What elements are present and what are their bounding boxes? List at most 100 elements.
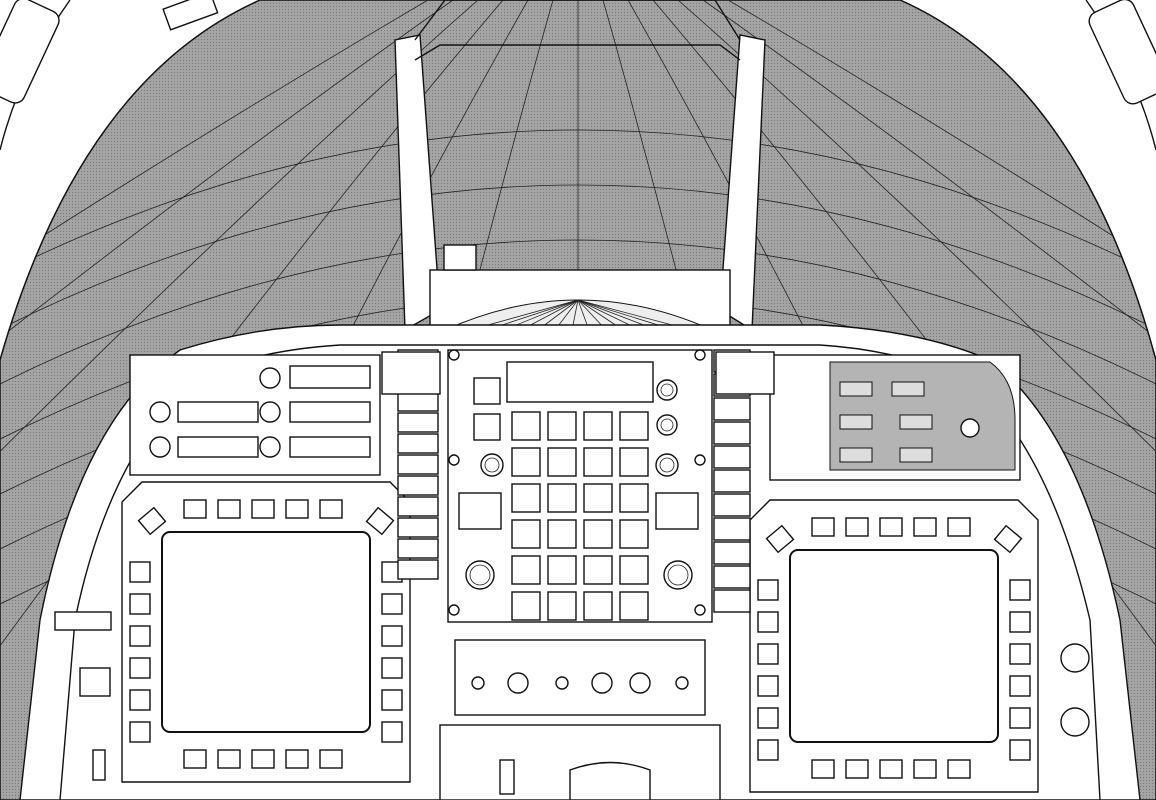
left-mfd-bottom-button[interactable] <box>217 749 241 769</box>
left-column-button[interactable] <box>397 538 439 559</box>
left-mfd-top-button[interactable] <box>319 499 343 519</box>
left-mfd-rocker-right[interactable] <box>365 506 395 536</box>
left-column-button[interactable] <box>397 496 439 517</box>
right-side-knob[interactable] <box>1060 643 1090 673</box>
ufc-keypad-key[interactable] <box>547 483 577 513</box>
right-mfd-right-button[interactable] <box>1009 611 1031 633</box>
right-mfd-top-button[interactable] <box>845 517 869 537</box>
right-mfd-bottom-button[interactable] <box>845 759 869 779</box>
ufc-knob[interactable] <box>656 379 678 401</box>
right-warning-light[interactable] <box>715 351 775 395</box>
ufc-keypad-key[interactable] <box>511 411 541 441</box>
ufc-keypad-key[interactable] <box>511 483 541 513</box>
right-mfd-left-button[interactable] <box>757 579 779 601</box>
right-mfd-right-button[interactable] <box>1009 739 1031 761</box>
ufc-keypad-key[interactable] <box>619 555 649 585</box>
ufc-keypad-key[interactable] <box>511 447 541 477</box>
ufc-keypad-key[interactable] <box>547 591 577 621</box>
left-mfd-left-button[interactable] <box>129 625 151 647</box>
ufc-keypad-key[interactable] <box>583 447 613 477</box>
right-mfd-rocker-left[interactable] <box>765 524 795 554</box>
lower-panel-knob[interactable] <box>507 672 529 694</box>
right-mfd-top-button[interactable] <box>913 517 937 537</box>
left-mfd-top-button[interactable] <box>251 499 275 519</box>
ufc-keypad-key[interactable] <box>583 591 613 621</box>
caution-light[interactable] <box>839 381 873 397</box>
right-mfd-bottom-button[interactable] <box>913 759 937 779</box>
left-mfd-right-button[interactable] <box>381 625 403 647</box>
ufc-keypad-key[interactable] <box>547 411 577 441</box>
caution-light[interactable] <box>899 414 933 430</box>
lower-panel-knob[interactable] <box>471 676 485 690</box>
right-column-button[interactable] <box>713 565 751 589</box>
ufc-keypad-key[interactable] <box>511 555 541 585</box>
left-mfd-left-button[interactable] <box>129 721 151 743</box>
right-mfd-right-button[interactable] <box>1009 643 1031 665</box>
toggle-switch[interactable] <box>499 759 515 795</box>
left-mfd-left-button[interactable] <box>129 657 151 679</box>
ufc-keypad-key[interactable] <box>583 555 613 585</box>
left-column-button[interactable] <box>397 517 439 538</box>
left-mfd-left-button[interactable] <box>129 561 151 583</box>
right-side-knob[interactable] <box>1060 707 1090 737</box>
left-mfd-top-button[interactable] <box>183 499 207 519</box>
lower-panel-knob[interactable] <box>555 676 569 690</box>
ufc-keypad-key[interactable] <box>511 519 541 549</box>
lower-panel-knob[interactable] <box>591 672 613 694</box>
right-mfd-right-button[interactable] <box>1009 707 1031 729</box>
left-column-button[interactable] <box>397 433 439 454</box>
ufc-keypad-key[interactable] <box>619 483 649 513</box>
right-mfd-left-button[interactable] <box>757 707 779 729</box>
right-mfd-top-button[interactable] <box>879 517 903 537</box>
left-mfd-bottom-button[interactable] <box>251 749 275 769</box>
right-mfd-left-button[interactable] <box>757 739 779 761</box>
ufc-option-button[interactable] <box>473 377 501 405</box>
caution-light[interactable] <box>839 414 873 430</box>
left-side-switch[interactable] <box>54 611 112 631</box>
left-mfd-right-button[interactable] <box>381 721 403 743</box>
left-side-pushbutton[interactable] <box>79 667 111 697</box>
right-mfd-left-button[interactable] <box>757 675 779 697</box>
ufc-keypad-key[interactable] <box>619 447 649 477</box>
left-warning-light[interactable] <box>381 351 441 395</box>
right-mfd-top-button[interactable] <box>811 517 835 537</box>
ufc-option-button[interactable] <box>473 413 501 441</box>
right-mfd-left-button[interactable] <box>757 643 779 665</box>
right-column-button[interactable] <box>713 517 751 541</box>
left-mfd-top-button[interactable] <box>217 499 241 519</box>
left-mfd-rocker-left[interactable] <box>137 506 167 536</box>
left-column-button[interactable] <box>397 454 439 475</box>
left-column-button[interactable] <box>397 412 439 433</box>
left-mfd-right-button[interactable] <box>381 657 403 679</box>
right-column-button[interactable] <box>713 397 751 421</box>
left-mfd-bottom-button[interactable] <box>285 749 309 769</box>
right-mfd-right-button[interactable] <box>1009 675 1031 697</box>
right-mfd-bottom-button[interactable] <box>947 759 971 779</box>
right-mfd-top-button[interactable] <box>947 517 971 537</box>
left-mfd-left-button[interactable] <box>129 593 151 615</box>
ufc-keypad-key[interactable] <box>547 555 577 585</box>
ufc-keypad-key[interactable] <box>583 519 613 549</box>
left-column-button[interactable] <box>397 475 439 496</box>
ufc-keypad-key[interactable] <box>583 483 613 513</box>
ufc-keypad-key[interactable] <box>547 519 577 549</box>
left-column-button[interactable] <box>397 391 439 412</box>
ufc-knob[interactable] <box>480 453 504 477</box>
right-column-button[interactable] <box>713 541 751 565</box>
right-column-button[interactable] <box>713 589 751 613</box>
ufc-knob[interactable] <box>655 453 679 477</box>
ufc-keypad-key[interactable] <box>511 591 541 621</box>
right-mfd-right-button[interactable] <box>1009 579 1031 601</box>
caution-light[interactable] <box>891 381 925 397</box>
right-mfd-bottom-button[interactable] <box>811 759 835 779</box>
ufc-knob[interactable] <box>656 414 678 436</box>
left-mfd-left-button[interactable] <box>129 689 151 711</box>
left-mfd-right-button[interactable] <box>381 689 403 711</box>
left-mfd-top-button[interactable] <box>285 499 309 519</box>
ufc-keypad-key[interactable] <box>547 447 577 477</box>
left-side-toggle[interactable] <box>92 749 106 781</box>
ufc-keypad-key[interactable] <box>583 411 613 441</box>
lower-panel-knob[interactable] <box>675 676 689 690</box>
ufc-keypad-key[interactable] <box>619 411 649 441</box>
lower-panel-knob[interactable] <box>629 672 651 694</box>
